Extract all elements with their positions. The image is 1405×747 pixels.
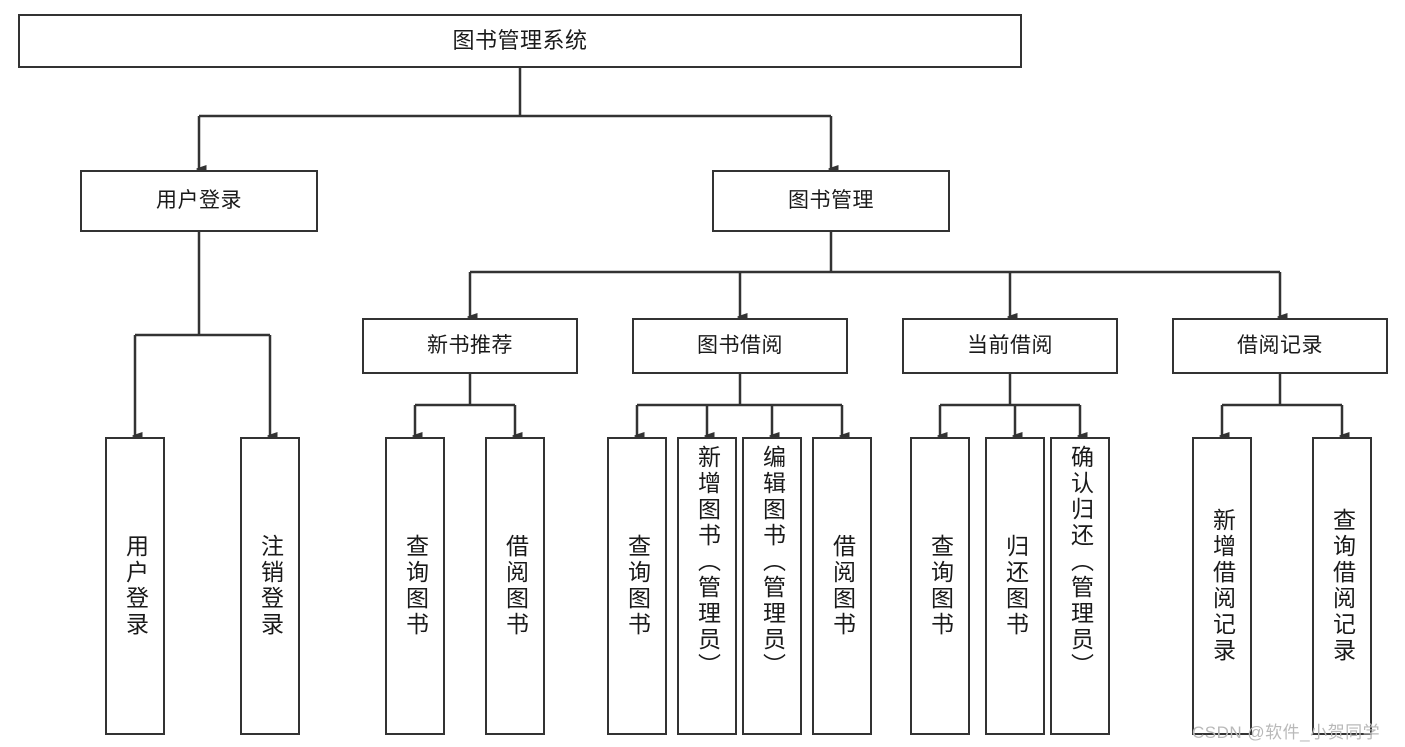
node-label: 借阅图书 [502, 534, 529, 638]
node-label: 借阅图书 [829, 534, 856, 638]
node-leaf-query-book-3[interactable]: 查询图书 [910, 437, 970, 735]
node-leaf-add-book[interactable]: 新增图书（管理员） [677, 437, 737, 735]
node-label: 新增借阅记录 [1209, 508, 1236, 664]
node-label: 用户登录 [156, 189, 242, 213]
node-label: 归还图书 [1002, 534, 1029, 638]
edge-group [135, 68, 1342, 436]
node-label: 图书管理 [788, 189, 874, 213]
node-borrow-record[interactable]: 借阅记录 [1172, 318, 1388, 374]
node-leaf-borrow-book-2[interactable]: 借阅图书 [812, 437, 872, 735]
node-label: 借阅记录 [1237, 334, 1323, 358]
node-label: 图书借阅 [697, 334, 783, 358]
node-root[interactable]: 图书管理系统 [18, 14, 1022, 68]
node-label: 新书推荐 [427, 334, 513, 358]
watermark-text: CSDN @软件_小贺同学 [1192, 723, 1381, 742]
node-label: 查询图书 [402, 534, 429, 638]
node-label: 注销登录 [257, 534, 284, 638]
node-label: 当前借阅 [967, 334, 1053, 358]
node-current-borrow[interactable]: 当前借阅 [902, 318, 1118, 374]
node-leaf-user-login[interactable]: 用户登录 [105, 437, 165, 735]
node-leaf-query-record[interactable]: 查询借阅记录 [1312, 437, 1372, 735]
node-label: 确认归还（管理员） [1067, 445, 1094, 679]
node-leaf-edit-book[interactable]: 编辑图书（管理员） [742, 437, 802, 735]
node-leaf-logout[interactable]: 注销登录 [240, 437, 300, 735]
node-label: 查询图书 [624, 534, 651, 638]
node-leaf-add-record[interactable]: 新增借阅记录 [1192, 437, 1252, 735]
node-label: 用户登录 [122, 534, 149, 638]
node-label: 新增图书（管理员） [694, 445, 721, 679]
node-label: 图书管理系统 [452, 27, 588, 53]
node-label: 查询图书 [927, 534, 954, 638]
node-book-borrow[interactable]: 图书借阅 [632, 318, 848, 374]
node-leaf-return-book[interactable]: 归还图书 [985, 437, 1045, 735]
node-label: 编辑图书（管理员） [759, 445, 786, 679]
node-leaf-confirm-return[interactable]: 确认归还（管理员） [1050, 437, 1110, 735]
node-leaf-query-book-1[interactable]: 查询图书 [385, 437, 445, 735]
node-leaf-query-book-2[interactable]: 查询图书 [607, 437, 667, 735]
node-leaf-borrow-book-1[interactable]: 借阅图书 [485, 437, 545, 735]
node-new-book-rec[interactable]: 新书推荐 [362, 318, 578, 374]
node-user-login[interactable]: 用户登录 [80, 170, 318, 232]
node-label: 查询借阅记录 [1329, 508, 1356, 664]
node-book-mgmt[interactable]: 图书管理 [712, 170, 950, 232]
